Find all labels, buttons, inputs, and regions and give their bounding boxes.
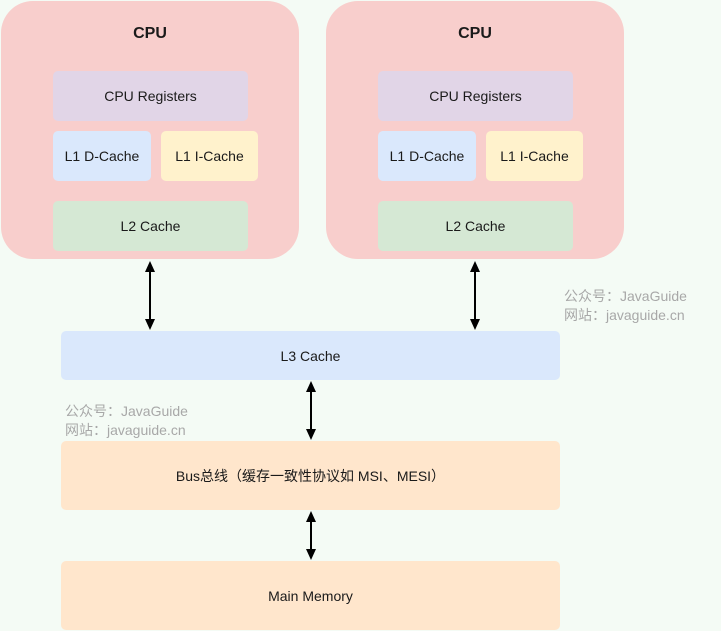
l3-cache: L3 Cache — [61, 331, 560, 380]
cpu-1-container: CPU CPU Registers L1 D-Cache L1 I-Cache … — [1, 1, 299, 259]
cpu-1-l1-dcache: L1 D-Cache — [53, 131, 151, 181]
arrow-bus-memory-head-bottom — [306, 549, 316, 560]
cpu-2-container: CPU CPU Registers L1 D-Cache L1 I-Cache … — [326, 1, 624, 259]
arrow-cpu2-l3-head-bottom — [470, 319, 480, 330]
cpu-2-l1-icache: L1 I-Cache — [486, 131, 583, 181]
arrow-bus-memory-head-top — [306, 511, 316, 522]
cpu-1-l1-icache: L1 I-Cache — [161, 131, 258, 181]
arrow-l3-bus-head-bottom — [306, 429, 316, 440]
watermark-left: 公众号：JavaGuide 网站：javaguide.cn — [65, 402, 188, 440]
watermark-left-line2: 网站：javaguide.cn — [65, 422, 186, 438]
arrow-cpu1-l3-head-bottom — [145, 319, 155, 330]
arrow-l3-bus-head-top — [306, 381, 316, 392]
cpu-1-l2-cache: L2 Cache — [53, 201, 248, 251]
arrow-cpu2-l3-head-top — [470, 261, 480, 272]
cpu-2-title: CPU — [458, 25, 492, 42]
watermark-left-line1: 公众号：JavaGuide — [65, 403, 188, 419]
watermark-right-line1: 公众号：JavaGuide — [564, 288, 687, 304]
watermark-right: 公众号：JavaGuide 网站：javaguide.cn — [564, 287, 687, 325]
cpu-2-registers: CPU Registers — [378, 71, 573, 121]
arrow-cpu1-l3-head-top — [145, 261, 155, 272]
watermark-right-line2: 网站：javaguide.cn — [564, 307, 685, 323]
cpu-1-registers: CPU Registers — [53, 71, 248, 121]
cpu-1-title: CPU — [133, 25, 167, 42]
cpu-2-l1-dcache: L1 D-Cache — [378, 131, 476, 181]
main-memory: Main Memory — [61, 561, 560, 630]
cpu-2-l2-cache: L2 Cache — [378, 201, 573, 251]
bus: Bus总线（缓存一致性协议如 MSI、MESI） — [61, 441, 560, 510]
